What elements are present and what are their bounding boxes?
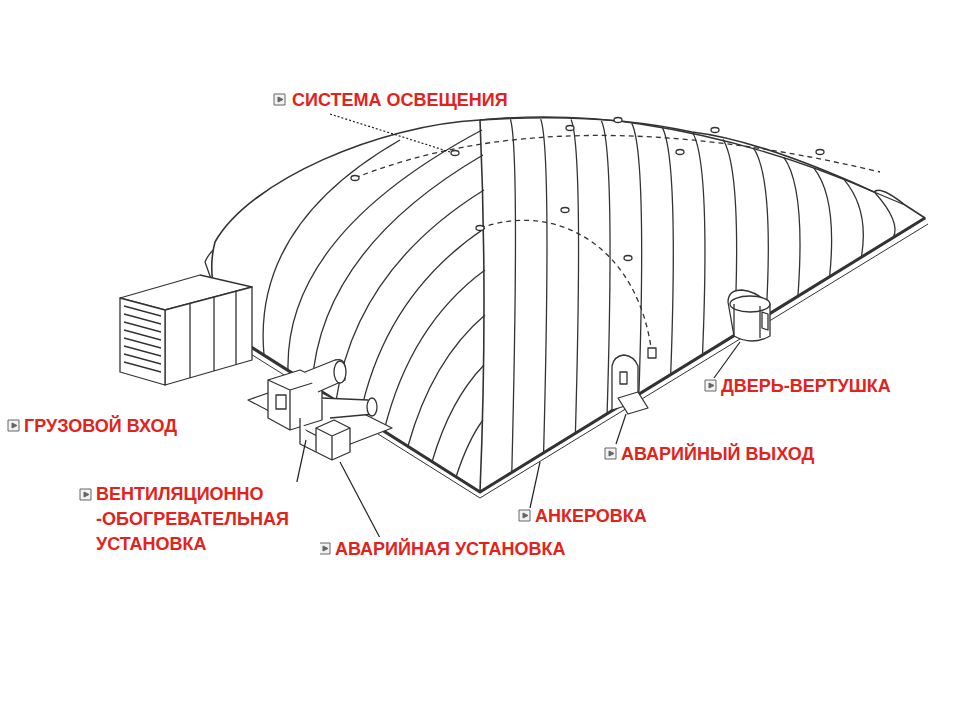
lamps (351, 118, 824, 359)
dome-silhouette (480, 117, 905, 205)
anchor-line (238, 224, 928, 498)
anchor-line (240, 218, 925, 492)
leader-lines (296, 114, 740, 538)
emergency-exit (612, 355, 648, 414)
part-label: АВАРИЙНАЯ УСТАНОВКА (333, 537, 568, 561)
hip-line (480, 120, 484, 492)
part-label: ДВЕРЬ-ВЕРТУШКА (719, 374, 893, 398)
emergency-unit (300, 418, 350, 460)
lighting-line (480, 220, 652, 355)
part-label: ВЕНТИЛЯЦИОННО -ОБОГРЕВАТЕЛЬНАЯ УСТАНОВКА (94, 482, 320, 557)
lighting-line (355, 135, 880, 178)
part-label: ГРУЗОВОЙ ВХОД (22, 414, 179, 438)
part-label: АВАРИЙНЫЙ ВЫХОД (619, 442, 816, 466)
part-label: АНКЕРОВКА (533, 504, 649, 528)
cargo-entrance (120, 275, 252, 385)
dome-shell (212, 118, 925, 492)
part-label: СИСТЕМА ОСВЕЩЕНИЯ (290, 88, 510, 112)
side-ribs (510, 119, 895, 472)
revolving-door (728, 290, 770, 341)
